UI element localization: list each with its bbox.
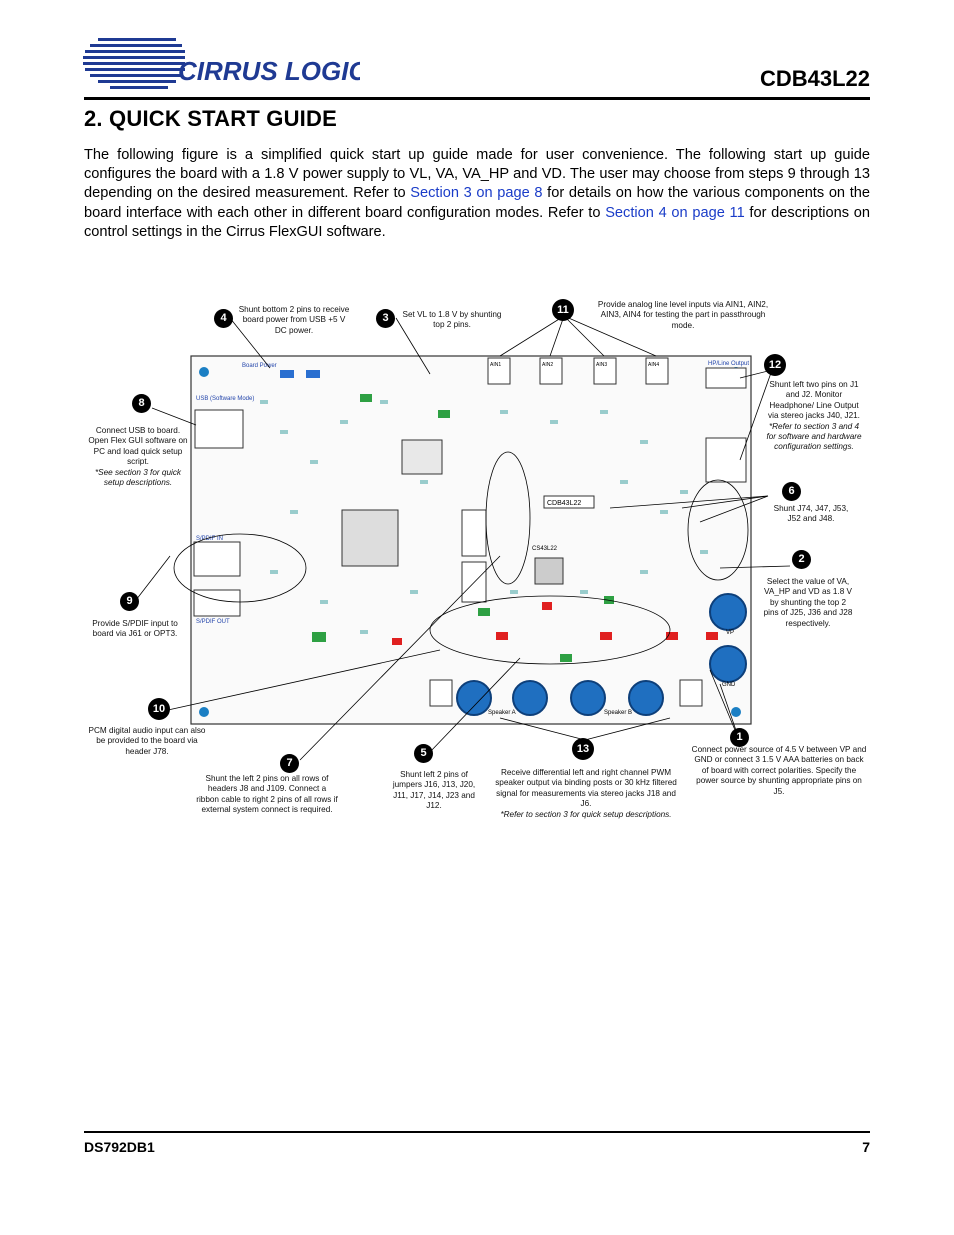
mount-hole [731, 707, 741, 717]
cs43l22-chip [534, 557, 564, 585]
vp-label: VP [726, 630, 734, 636]
callout-8: 8 [132, 394, 151, 413]
intro-paragraph: The following figure is a simplified qui… [84, 146, 870, 242]
callout-8-block: Connect USB to board. Open Flex GUI soft… [86, 426, 190, 488]
callout-12-text: Shunt left two pins on J1 and J2. Monito… [768, 380, 860, 421]
usb-connector [194, 409, 244, 449]
callout-4: 4 [214, 309, 233, 328]
intro-text-1: The following figure is a simplified qui… [84, 147, 870, 202]
speaker-a-post-minus [512, 680, 548, 716]
ain4-jack [645, 357, 669, 385]
callout-1-text: Connect power source of 4.5 V between VP… [691, 745, 867, 796]
callout-12-note: *Refer to section 3 and 4 for software a… [766, 421, 862, 452]
callout-10-text: PCM digital audio input can also be prov… [88, 726, 206, 756]
callout-1: 1 [730, 728, 749, 747]
callout-3-text: Set VL to 1.8 V by shunting top 2 pins. [402, 310, 502, 330]
footer-rule [84, 1131, 870, 1133]
ain1-label: AIN1 [490, 362, 501, 368]
hp-jack-j40 [705, 367, 747, 389]
callout-10: 10 [148, 698, 170, 720]
speaker-a-post-plus [456, 680, 492, 716]
spdif-highlight [173, 533, 307, 603]
jack-j18 [429, 679, 453, 707]
document-id: CDB43L22 [759, 66, 870, 91]
page-number: 7 [862, 1139, 870, 1155]
output-highlight [429, 595, 671, 665]
ain4-label: AIN4 [648, 362, 659, 368]
callout-13-note: *Refer to section 3 for quick setup desc… [500, 809, 672, 819]
header-j8 [461, 509, 487, 557]
callout-5-text: Shunt left 2 pins of jumpers J16, J13, J… [392, 770, 476, 811]
callout-12: 12 [764, 354, 786, 376]
gnd-label: GND [722, 682, 736, 688]
ain2-jack [539, 357, 563, 385]
mount-hole [199, 707, 209, 717]
callout-12-block: Shunt left two pins on J1 and J2. Monito… [766, 380, 862, 453]
section-3-link[interactable]: Section 3 on page 8 [410, 185, 543, 202]
callout-9: 9 [120, 592, 139, 611]
header-j109 [461, 561, 487, 603]
ain3-label: AIN3 [596, 362, 607, 368]
section-title: 2. QUICK START GUIDE [84, 106, 337, 131]
spdif-in-label: S/PDIF IN [196, 536, 223, 542]
gnd-binding-post [709, 645, 747, 683]
jack-j6 [679, 679, 703, 707]
cirrus-logic-logo: CIRRUS LOGIC [80, 34, 368, 104]
speaker-b-post-plus [570, 680, 606, 716]
callout-6-text: Shunt J74, J47, J53, J52 and J48. [773, 504, 849, 524]
callout-11-text: Provide analog line level inputs via AIN… [597, 300, 769, 330]
ain2-label: AIN2 [542, 362, 553, 368]
callout-9-text: Provide S/PDIF input to board via J61 or… [92, 619, 178, 639]
cdb43l22-box [543, 495, 595, 509]
section-4-link[interactable]: Section 4 on page 11 [605, 204, 745, 221]
callout-2: 2 [792, 550, 811, 569]
intro-text-3: for descriptions on control settings in … [84, 204, 871, 240]
mount-hole [199, 367, 209, 377]
crystal-oscillator [401, 439, 443, 475]
spdif-out-connector [193, 589, 241, 617]
usb-label: USB (Software Mode) [196, 396, 254, 402]
logo-text: CIRRUS LOGIC [178, 56, 360, 86]
callout-11: 11 [552, 299, 574, 321]
callout-5: 5 [414, 744, 433, 763]
callout-7: 7 [280, 754, 299, 773]
ain3-jack [593, 357, 617, 385]
callout-6: 6 [782, 482, 801, 501]
vp-binding-post [709, 593, 747, 631]
cdb43l22-label: CDB43L22 [547, 500, 581, 507]
spdif-in-connector [193, 541, 241, 577]
callout-7-text: Shunt the left 2 pins on all rows of hea… [196, 774, 338, 815]
header-highlight [485, 451, 531, 585]
callout-8-note: *See section 3 for quick setup descripti… [94, 467, 182, 488]
leader-lines [135, 315, 791, 761]
header-rule [84, 97, 870, 100]
jumper-highlight [687, 479, 749, 581]
intro-text-2: for details on how the various component… [84, 185, 870, 221]
main-chip [341, 509, 399, 567]
speaker-a-label: Speaker A [488, 710, 516, 716]
callout-3: 3 [376, 309, 395, 328]
quick-start-figure: USB (Software Mode) S/PDIF IN S/PDIF OUT… [80, 290, 870, 840]
callout-8-text: Connect USB to board. Open Flex GUI soft… [88, 426, 188, 467]
board-power-label: Board Power [242, 363, 277, 369]
callout-2-text: Select the value of VA, VA_HP and VD as … [763, 577, 853, 628]
callout-13-text: Receive differential left and right chan… [495, 768, 677, 809]
callout-4-text: Shunt bottom 2 pins to receive board pow… [238, 305, 350, 335]
speaker-b-post-minus [628, 680, 664, 716]
callout-13: 13 [572, 738, 594, 760]
doc-number: DS792DB1 [84, 1139, 155, 1155]
ain1-jack [487, 357, 511, 385]
hp-line-output-label: HP/Line Output [708, 361, 749, 367]
spdif-out-label: S/PDIF OUT [196, 619, 230, 625]
speaker-b-label: Speaker B [604, 710, 632, 716]
board-texture [260, 400, 708, 634]
cs43l22-label: CS43L22 [532, 546, 558, 552]
callout-13-block: Receive differential left and right chan… [494, 768, 678, 820]
